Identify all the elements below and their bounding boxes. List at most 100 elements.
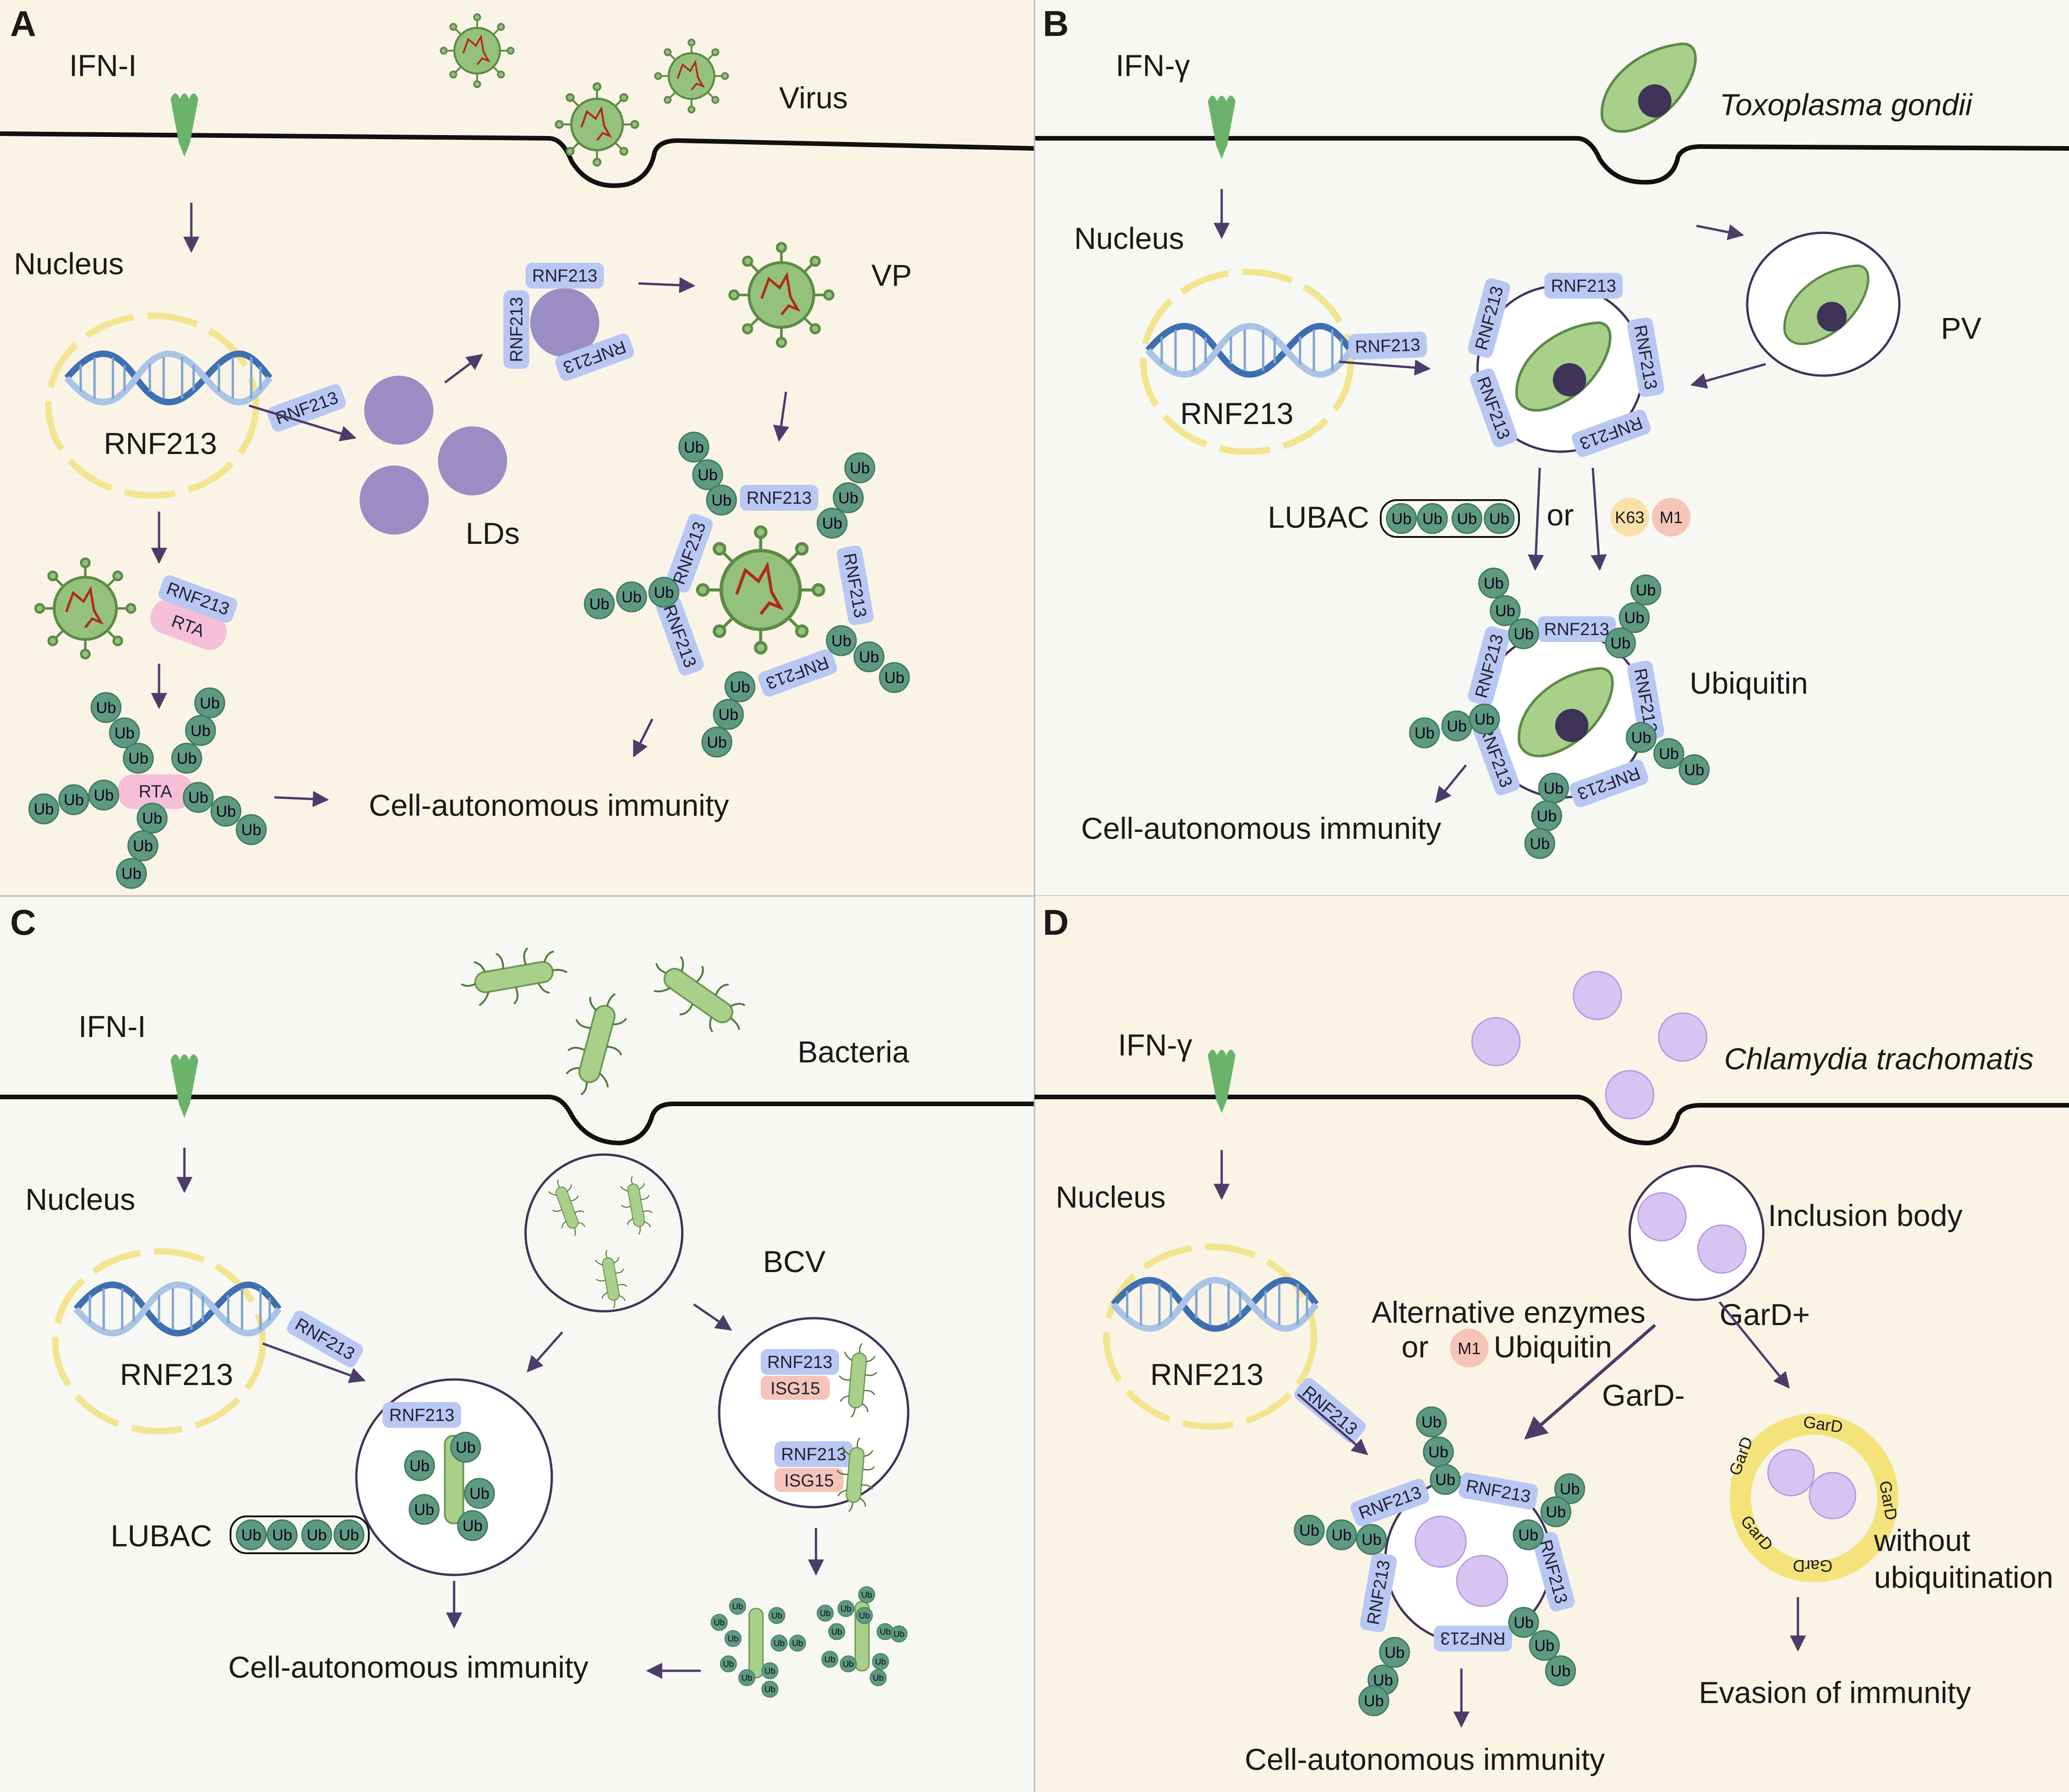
svg-text:RNF213: RNF213 — [1551, 277, 1616, 296]
svg-text:Ub: Ub — [1384, 1644, 1404, 1662]
svg-text:Ub: Ub — [1331, 1527, 1351, 1544]
ifn-label: IFN-γ — [1118, 1028, 1192, 1062]
svg-text:Ub: Ub — [654, 584, 674, 601]
svg-text:Ub: Ub — [128, 750, 148, 767]
ubiquitin-label: Ubiquitin — [1690, 666, 1808, 700]
cell-membrane — [1034, 136, 2069, 185]
svg-text:Ub: Ub — [1518, 1527, 1538, 1544]
svg-text:Ub: Ub — [711, 492, 731, 509]
k63-m1-badges: K63 M1 — [1610, 498, 1691, 536]
lubac-label: LUBAC — [1268, 500, 1369, 534]
svg-text:Ub: Ub — [1530, 835, 1549, 853]
svg-text:Ub: Ub — [1484, 575, 1503, 592]
rnf213-tag: RNF213 — [503, 290, 529, 369]
svg-text:Ub: Ub — [96, 699, 116, 717]
svg-text:Ub: Ub — [1435, 1471, 1455, 1489]
outcome-label: Cell-autonomous immunity — [1245, 1742, 1605, 1776]
svg-text:K63: K63 — [1615, 508, 1644, 527]
pathogen-label: Bacteria — [798, 1035, 909, 1069]
vp-label: VP — [871, 258, 912, 292]
svg-text:Ub: Ub — [1457, 510, 1477, 528]
svg-text:Ub: Ub — [764, 1685, 775, 1694]
or-label: or — [1401, 1330, 1429, 1364]
ubiquitinated-rta: RTA Ub Ub Ub Ub Ub Ub Ub Ub Ub Ub Ub Ub … — [28, 687, 267, 889]
svg-text:Ub: Ub — [142, 810, 162, 827]
svg-text:Ub: Ub — [469, 1485, 489, 1503]
svg-text:Ub: Ub — [1659, 745, 1679, 763]
chlamydia-icon — [1697, 1224, 1747, 1274]
svg-text:Ub: Ub — [462, 1517, 482, 1535]
svg-text:Ub: Ub — [1543, 780, 1563, 797]
ub-cluster: Ub Ub Ub Ub Ub — [404, 1432, 495, 1541]
svg-text:RNF213: RNF213 — [746, 489, 812, 508]
svg-text:Ub: Ub — [1546, 1503, 1566, 1521]
svg-text:Ub: Ub — [589, 595, 609, 613]
ifn-label: IFN-I — [69, 48, 137, 83]
svg-text:M1: M1 — [1660, 508, 1683, 527]
ub-chain: Ub Ub Ub Ub Ub Ub Ub Ub Ub Ub Ub Ub Ub U… — [1294, 1406, 1585, 1716]
gene-label: RNF213 — [120, 1357, 233, 1391]
svg-text:Ub: Ub — [1421, 1414, 1441, 1431]
svg-text:Ub: Ub — [850, 460, 869, 477]
virus-icon — [441, 14, 514, 87]
svg-text:ISG15: ISG15 — [770, 1379, 820, 1398]
svg-text:Ub: Ub — [188, 789, 208, 807]
svg-text:Ub: Ub — [838, 489, 858, 507]
svg-text:RNF213: RNF213 — [781, 1445, 846, 1464]
svg-text:Ub: Ub — [1624, 609, 1644, 627]
svg-text:Ub: Ub — [1610, 635, 1630, 652]
or-label: or — [1547, 498, 1574, 532]
svg-text:Ub: Ub — [1513, 625, 1533, 643]
svg-text:Ub: Ub — [1684, 761, 1704, 779]
svg-text:Ub: Ub — [34, 801, 53, 818]
svg-text:Ub: Ub — [414, 1501, 434, 1519]
svg-text:Ub: Ub — [893, 1629, 904, 1639]
svg-text:Ub: Ub — [1447, 718, 1466, 735]
panel-d-letter: D — [1043, 902, 1069, 943]
svg-text:Ub: Ub — [707, 734, 727, 751]
virus-icon — [35, 559, 135, 658]
panel-c: C IFN-I Bacteria Nucleus RNF213 RNF213 B… — [0, 895, 2069, 1792]
svg-text:Ub: Ub — [1414, 725, 1434, 742]
lipid-droplet — [530, 288, 599, 357]
chlamydia-particles — [1471, 971, 1708, 1120]
svg-text:Ub: Ub — [698, 466, 717, 484]
svg-text:Ub: Ub — [727, 1634, 739, 1644]
svg-text:RNF213: RNF213 — [507, 297, 526, 362]
svg-text:Ub: Ub — [741, 1673, 752, 1683]
svg-text:Ub: Ub — [764, 1666, 775, 1676]
panel-b-letter: B — [1043, 3, 1069, 44]
svg-text:Ub: Ub — [732, 1602, 743, 1611]
nucleus-label: Nucleus — [1056, 1180, 1165, 1214]
chlamydia-icon — [1456, 1555, 1508, 1607]
svg-text:Ub: Ub — [873, 1673, 884, 1683]
svg-text:Ub: Ub — [723, 1659, 734, 1669]
bcv-label: BCV — [763, 1244, 826, 1279]
svg-text:Ub: Ub — [216, 803, 236, 820]
svg-text:Ub: Ub — [1631, 729, 1651, 747]
svg-text:Ub: Ub — [718, 706, 738, 724]
svg-text:Ub: Ub — [200, 695, 219, 712]
lubac-label: LUBAC — [111, 1519, 212, 1553]
svg-text:Ub: Ub — [94, 787, 113, 804]
lubac-ub-chain: Ub Ub Ub Ub — [230, 1515, 370, 1554]
svg-text:Ub: Ub — [824, 1655, 835, 1664]
ub-chain: Ub Ub Ub Ub Ub Ub Ub Ub Ub Ub Ub Ub Ub U… — [1409, 567, 1710, 859]
svg-text:Ub: Ub — [843, 1659, 854, 1669]
panel-c-letter: C — [10, 902, 36, 943]
gene-label: RNF213 — [104, 426, 217, 460]
rnf213-isg15-tag: RNF213 ISG15 — [761, 1349, 839, 1400]
svg-text:Ub: Ub — [1550, 1662, 1570, 1680]
without-label-2: ubiquitination — [1874, 1560, 2053, 1594]
svg-text:Ub: Ub — [241, 821, 261, 839]
svg-text:Ub: Ub — [714, 1618, 725, 1627]
rnf213-tag: RNF213 — [1348, 331, 1427, 360]
chlamydia-icon — [1637, 1192, 1687, 1242]
svg-text:Ub: Ub — [840, 1604, 851, 1614]
lubac-ub-chain: Ub Ub Ub Ub — [1380, 499, 1520, 538]
nucleus-icon — [1103, 1244, 1317, 1430]
svg-text:Ub: Ub — [409, 1457, 429, 1475]
panel-b: B IFN-γ Toxoplasma gondii Nucleus RNF213… — [1034, 0, 2069, 896]
svg-text:Ub: Ub — [307, 1527, 326, 1544]
